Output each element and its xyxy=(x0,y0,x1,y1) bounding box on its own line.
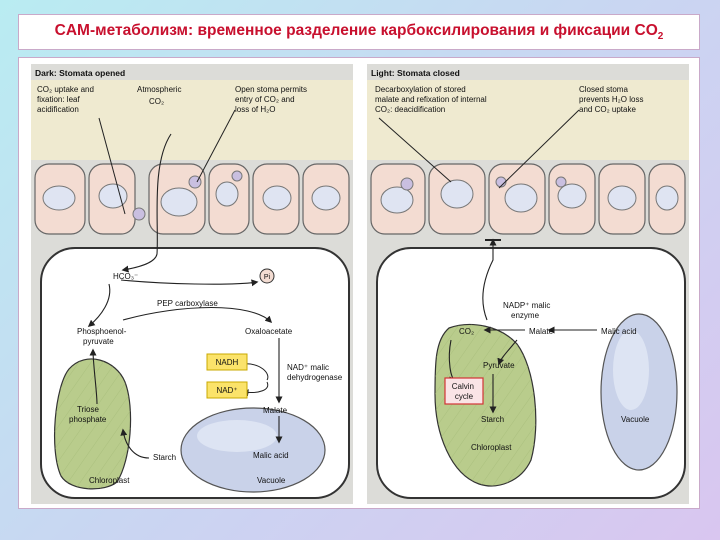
pep-carboxylase-label: PEP carboxylase xyxy=(157,299,218,308)
dark-panel: Dark: Stomata opened CO₂ uptake and fixa… xyxy=(31,64,353,504)
title-main: CAM-метаболизм: временное разделение кар… xyxy=(54,21,658,39)
dark-uptake-label: CO₂ uptake and fixation: leaf acidificat… xyxy=(37,85,96,114)
page-title: CAM-метаболизм: временное разделение кар… xyxy=(55,22,664,42)
nadh-label: NADH xyxy=(216,358,239,367)
dark-arrows xyxy=(87,109,283,459)
cell-vacuole xyxy=(160,187,198,217)
nucleus xyxy=(231,170,243,182)
leader-line xyxy=(196,109,236,183)
co2-entry-arrow xyxy=(121,133,172,273)
light-arrows xyxy=(378,109,597,414)
cell-vacuole xyxy=(557,183,587,209)
nucleus xyxy=(132,207,146,221)
leader-line xyxy=(98,117,126,215)
hco3-arrow xyxy=(87,283,111,327)
cell-vacuole xyxy=(98,183,128,209)
triose-to-pep-arrow xyxy=(89,348,98,405)
pi-label: Pi xyxy=(264,274,271,281)
starch-to-triose-arrow xyxy=(120,428,150,459)
dark-chloroplast xyxy=(53,358,132,490)
nucleus xyxy=(400,177,414,191)
cell-vacuole xyxy=(655,185,679,211)
calvin-cycle-label: Calvin cycle xyxy=(452,382,476,401)
nadp-malic-enzyme-label: NADP⁺ malic enzyme xyxy=(503,301,553,320)
title-box: CAM-метаболизм: временное разделение кар… xyxy=(18,14,700,50)
dark-malate-label: Malate xyxy=(263,406,288,415)
cell-vacuole xyxy=(440,179,474,209)
light-epidermal-cells xyxy=(370,163,686,235)
light-vacuole-label: Vacuole xyxy=(621,415,650,424)
triose-phosphate-label: Triose phosphate xyxy=(69,405,107,424)
hco3-label: HCO₃⁻ xyxy=(113,272,138,281)
dark-vacuole xyxy=(180,407,326,493)
cell-vacuole xyxy=(215,181,239,207)
light-malate-label: Malate xyxy=(529,327,554,336)
nad-malic-dehydrogenase-label: NAD⁺ malic dehydrogenase xyxy=(287,363,343,382)
leader-line xyxy=(498,109,580,189)
co2-to-stoma-arrow xyxy=(482,238,497,321)
nucleus xyxy=(188,175,202,189)
pep-label: Phosphoenol- pyruvate xyxy=(77,327,129,346)
light-malic-acid-label: Malic acid xyxy=(601,327,637,336)
nucleus xyxy=(555,176,567,188)
light-vacuole xyxy=(600,313,678,471)
dark-chloroplast-label: Chloroplast xyxy=(89,476,130,485)
dark-vacuole-label: Vacuole xyxy=(257,476,286,485)
dark-starch-label: Starch xyxy=(153,453,176,462)
title-subscript: 2 xyxy=(657,31,664,43)
cell-vacuole xyxy=(504,183,538,213)
cam-metabolism-diagram: Dark: Stomata opened CO₂ uptake and fixa… xyxy=(31,64,689,504)
cell-vacuole xyxy=(262,185,292,211)
pyruvate-label: Pyruvate xyxy=(483,361,515,370)
light-co2-label: CO₂ xyxy=(459,327,474,336)
pep-carboxylase-arrow xyxy=(122,307,273,324)
light-chloroplast-label: Chloroplast xyxy=(471,443,512,452)
leader-line xyxy=(378,117,452,183)
nadh-box xyxy=(206,353,248,371)
dark-header: Dark: Stomata opened xyxy=(35,68,125,78)
atmospheric-co2-label: Atmospheric CO₂ xyxy=(137,85,184,106)
cell-vacuole xyxy=(607,185,637,211)
nad-box xyxy=(206,381,248,399)
light-starch-label: Starch xyxy=(481,415,504,424)
figure-frame: Dark: Stomata opened CO₂ uptake and fixa… xyxy=(18,57,700,509)
nucleus xyxy=(495,176,507,188)
dark-malic-acid-label: Malic acid xyxy=(253,451,289,460)
dark-epidermis-band xyxy=(31,80,353,160)
nad-label: NAD⁺ xyxy=(216,386,237,395)
decarboxylation-label: Decarboxylation of stored malate and ref… xyxy=(375,85,489,114)
cell-vacuole xyxy=(311,185,341,211)
light-header: Light: Stomata closed xyxy=(371,68,460,78)
pi-release-arrow xyxy=(120,279,259,287)
pi-circle xyxy=(259,268,275,284)
dark-epidermal-cells xyxy=(34,163,350,235)
malate-to-pyruvate-arrow xyxy=(497,339,518,366)
light-chloroplast xyxy=(434,323,537,487)
light-panel: Light: Stomata closed Decarboxylation of… xyxy=(367,64,689,504)
oxaloacetate-label: Oxaloacetate xyxy=(245,327,293,336)
cell-vacuole xyxy=(380,186,414,214)
calvin-cycle-box xyxy=(444,377,484,405)
closed-stoma-label: Closed stoma prevents H₂O loss and CO₂ u… xyxy=(579,85,646,114)
light-epidermis-band xyxy=(367,80,689,160)
open-stoma-label: Open stoma permits entry of CO₂ and loss… xyxy=(235,85,309,114)
cell-vacuole xyxy=(42,185,76,211)
